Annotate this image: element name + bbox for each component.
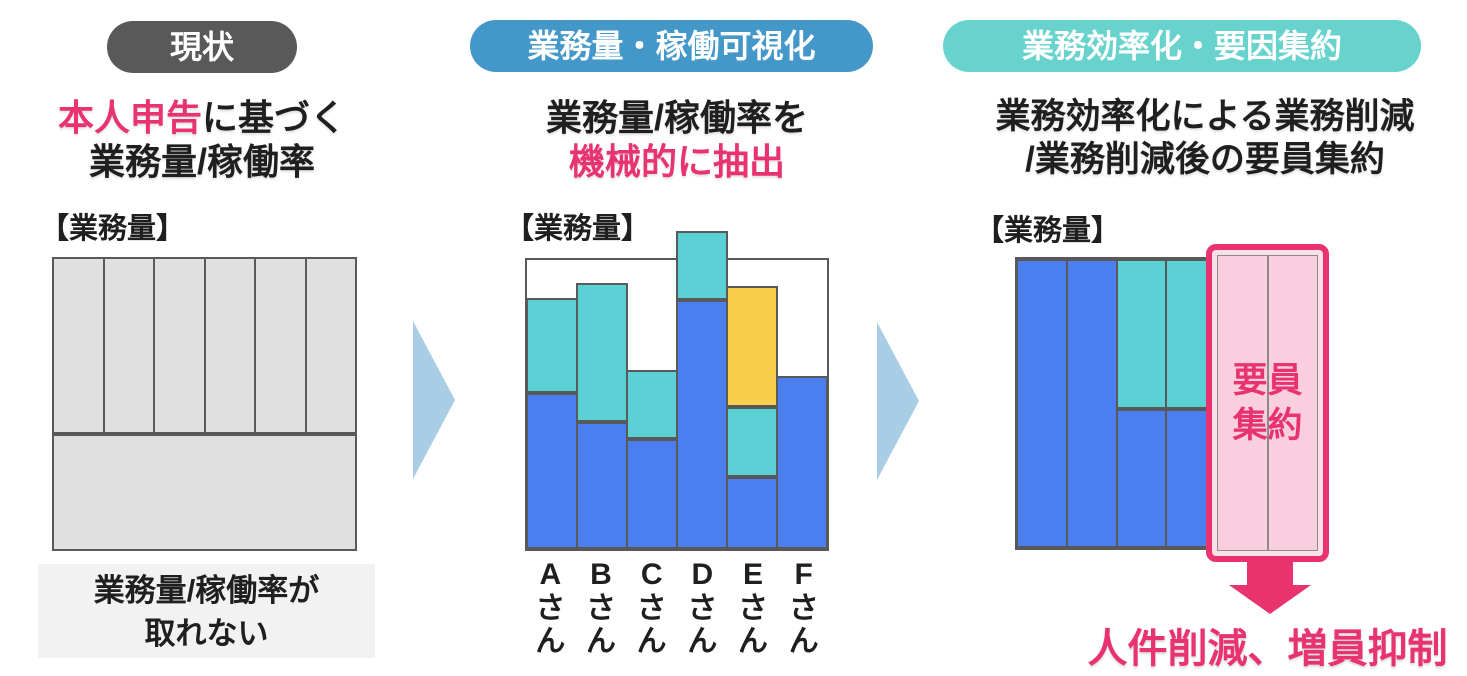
current-chart-label: 【業務量】	[40, 213, 186, 245]
bar-label-text: Aさん	[535, 558, 566, 659]
current-subtitle-line1: 本人申告に基づく	[22, 96, 382, 140]
bar-label-Fさん: Fさん	[778, 558, 829, 659]
current-caption-line2: 取れない	[144, 615, 269, 651]
visualize-chart	[525, 231, 829, 551]
bar-segment-blue	[776, 375, 828, 549]
consolidate-pill: 業務効率化・要因集約	[943, 20, 1421, 72]
gray-column	[153, 257, 206, 434]
bar-segment-blue	[1065, 259, 1118, 548]
bar-segment-blue	[726, 476, 778, 549]
bar-segment-blue	[1115, 409, 1168, 548]
current-chart	[52, 257, 357, 551]
bar-Eさん	[726, 260, 778, 549]
visualize-chart-label: 【業務量】	[505, 213, 651, 245]
flow-arrow-1-icon	[413, 321, 455, 479]
visualize-pill: 業務量・稼働可視化	[470, 20, 873, 72]
visualize-subtitle-line2: 機械的に抽出	[568, 140, 785, 182]
consolidated-column	[1267, 255, 1318, 551]
gray-column	[254, 257, 307, 434]
consolidate-subtitle: 業務効率化による業務削減 /業務削減後の要員集約	[943, 96, 1467, 181]
bar-segment-blue	[526, 392, 578, 549]
bar-col-1	[1016, 259, 1068, 548]
bar-label-Cさん: Cさん	[626, 558, 677, 659]
bar-segment-yellow	[726, 286, 778, 408]
consolidate-subtitle-line1: 業務効率化による業務削減	[995, 97, 1415, 136]
visualize-subtitle-line1: 業務量/稼働率を	[545, 97, 808, 138]
bar-label-text: Fさん	[788, 558, 819, 659]
visualize-bars	[526, 231, 828, 549]
bar-Fさん	[776, 260, 828, 549]
consolidation-highlight-box: 要員 集約	[1206, 244, 1329, 562]
bar-label-Bさん: Bさん	[576, 558, 627, 659]
bar-segment-teal	[676, 231, 728, 301]
bar-label-Eさん: Eさん	[728, 558, 779, 659]
bar-label-text: Dさん	[687, 558, 718, 659]
bar-Aさん	[526, 260, 578, 549]
consolidated-column	[1217, 255, 1268, 551]
bar-label-Aさん: Aさん	[525, 558, 576, 659]
bar-label-text: Eさん	[738, 558, 769, 659]
gray-column	[304, 257, 357, 434]
current-subtitle-highlight: 本人申告	[57, 97, 202, 138]
bar-segment-teal	[576, 283, 628, 422]
consolidation-label-line2: 集約	[1232, 406, 1303, 445]
current-gray-columns	[52, 257, 357, 434]
bar-segment-teal	[1115, 259, 1168, 410]
bar-Bさん	[576, 260, 628, 549]
bar-segment-teal	[626, 369, 678, 440]
bar-label-Dさん: Dさん	[677, 558, 728, 659]
current-subtitle-line2: 業務量/稼働率	[88, 140, 315, 182]
bar-label-text: Cさん	[636, 558, 667, 659]
visualize-bar-labels: Aさん Bさん Cさん Dさん Eさん Fさん	[525, 558, 829, 659]
consolidate-subtitle-line2: /業務削減後の要員集約	[1025, 139, 1385, 179]
bar-segment-teal	[726, 407, 778, 477]
consolidation-label-line1: 要員	[1232, 360, 1303, 400]
bar-segment-blue	[626, 439, 678, 549]
bar-Cさん	[626, 260, 678, 549]
bar-segment-blue	[1016, 259, 1068, 548]
consolidation-label: 要員 集約	[1212, 250, 1323, 556]
bar-col-2	[1065, 259, 1118, 548]
gray-column	[52, 257, 105, 434]
flow-arrow-2-icon	[877, 322, 919, 480]
bar-Dさん	[676, 231, 728, 549]
current-pill: 現状	[107, 21, 297, 73]
current-caption: 業務量/稼働率が 取れない	[38, 564, 375, 658]
bar-segment-blue	[676, 300, 728, 549]
current-subtitle: 本人申告に基づく 業務量/稼働率	[22, 96, 382, 184]
current-subtitle-rest: に基づく	[202, 97, 347, 138]
bar-segment-blue	[576, 421, 628, 549]
visualize-subtitle: 業務量/稼働率を 機械的に抽出	[497, 96, 857, 184]
bar-segment-teal	[526, 297, 578, 393]
bar-col-3	[1115, 259, 1168, 548]
consolidate-chart-label: 【業務量】	[975, 215, 1121, 247]
current-caption-line1: 業務量/稼働率が	[93, 573, 320, 608]
gray-column	[102, 257, 155, 434]
result-text: 人件削減、増員抑制	[1087, 627, 1448, 671]
current-gray-band	[52, 433, 357, 551]
bar-label-text: Bさん	[586, 558, 616, 659]
gray-column	[203, 257, 256, 434]
down-arrow-icon	[1229, 554, 1311, 614]
